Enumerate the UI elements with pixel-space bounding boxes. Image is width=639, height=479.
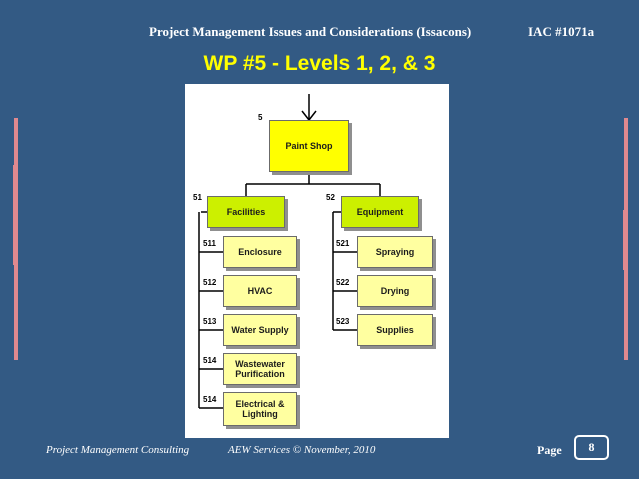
enclosure-node: Enclosure — [223, 236, 297, 268]
water-supply-number: 513 — [203, 317, 217, 326]
page-number: 8 — [588, 440, 595, 454]
water-supply-node: Water Supply — [223, 314, 297, 346]
right-accent-bar-highlight — [623, 210, 628, 270]
footer-copyright: AEW Services © November, 2010 — [228, 444, 376, 456]
facilities-node: Facilities — [207, 196, 285, 228]
root-node: Paint Shop — [269, 120, 349, 172]
supplies-node: Supplies — [357, 314, 433, 346]
equipment-node: Equipment — [341, 196, 419, 228]
wastewater-number: 514 — [203, 356, 217, 365]
drying-node: Drying — [357, 275, 433, 307]
hvac-node: HVAC — [223, 275, 297, 307]
equipment-number: 52 — [326, 193, 335, 202]
course-title: Project Management Issues and Considerat… — [149, 24, 472, 39]
electrical-number: 514 — [203, 395, 217, 404]
hvac-number: 512 — [203, 278, 217, 287]
supplies-number: 523 — [336, 317, 350, 326]
wbs-connectors — [198, 94, 381, 409]
facilities-number: 51 — [193, 193, 202, 202]
left-accent-bar-highlight — [13, 165, 18, 265]
wastewater-node: Wastewater Purification — [223, 353, 297, 385]
slide-title: WP #5 - Levels 1, 2, & 3 — [203, 52, 436, 75]
course-code: IAC #1071a — [528, 24, 595, 39]
wbs-diagram: 5 Paint Shop 51 Facilities 52 Equipment … — [185, 84, 449, 438]
enclosure-number: 511 — [203, 239, 216, 248]
page-label: Page — [537, 443, 562, 457]
drying-number: 522 — [336, 278, 350, 287]
spraying-number: 521 — [336, 239, 350, 248]
spraying-node: Spraying — [357, 236, 433, 268]
page-number-box: 8 — [574, 435, 609, 460]
root-number: 5 — [258, 113, 263, 122]
footer-company: Project Management Consulting — [46, 444, 190, 456]
electrical-node: Electrical & Lighting — [223, 392, 297, 426]
